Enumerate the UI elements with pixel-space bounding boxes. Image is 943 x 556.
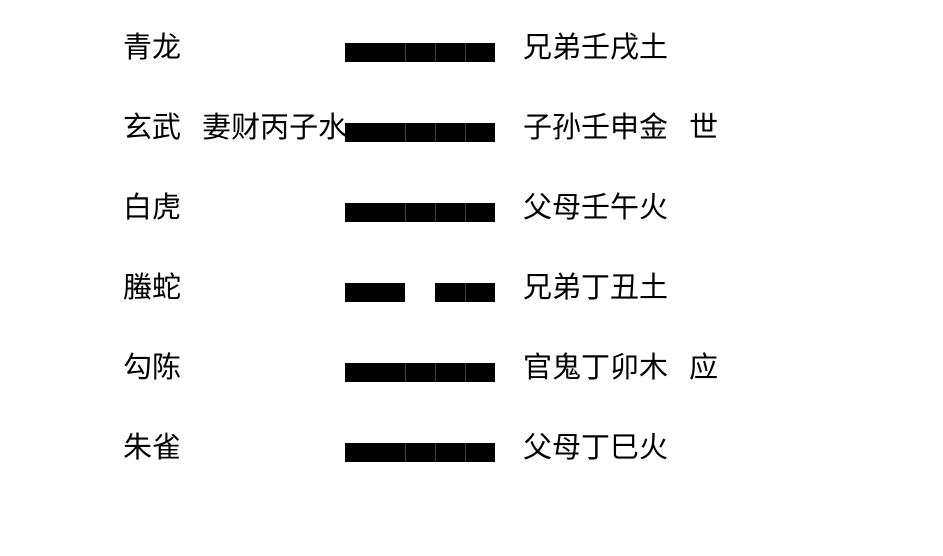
relation-label: 官鬼丁卯木 bbox=[523, 351, 669, 384]
six-god-label-group: 青龙 bbox=[123, 31, 345, 64]
six-god-label-group: 朱雀 bbox=[123, 431, 345, 464]
hexagram-row: 螣蛇 兄弟丁丑土 bbox=[0, 252, 943, 332]
relation-label: 子孙壬申金 bbox=[523, 111, 669, 144]
six-god-label-group: 白虎 bbox=[123, 191, 345, 224]
yang-line bbox=[345, 442, 495, 462]
yin-line-gap bbox=[405, 283, 435, 302]
yin-line bbox=[345, 282, 495, 302]
relation-label: 父母丁巳火 bbox=[523, 431, 669, 464]
yin-line-right-segment bbox=[435, 282, 495, 302]
yin-line-left-segment bbox=[345, 282, 405, 302]
shi-ying-marker: 应 bbox=[689, 351, 719, 384]
yang-line bbox=[345, 362, 495, 382]
six-god-label-group: 螣蛇 bbox=[123, 271, 345, 304]
relation-label: 兄弟壬戌土 bbox=[523, 31, 669, 64]
relation-label: 父母壬午火 bbox=[523, 191, 669, 224]
hexagram-row: 勾陈 官鬼丁卯木 应 bbox=[0, 332, 943, 412]
shi-ying-marker: 世 bbox=[689, 111, 719, 144]
hexagram-row: 青龙 兄弟壬戌土 bbox=[0, 12, 943, 92]
relation-label-group: 官鬼丁卯木 应 bbox=[523, 351, 719, 384]
yang-line bbox=[345, 42, 495, 62]
hexagram-rows: 青龙 兄弟壬戌土 玄武 妻财丙子水 子孙壬申金 世 白虎 bbox=[0, 12, 943, 492]
relation-label-group: 子孙壬申金 世 bbox=[523, 111, 719, 144]
six-god-label: 青龙 bbox=[123, 31, 182, 64]
six-god-label: 白虎 bbox=[123, 191, 182, 224]
yang-line bbox=[345, 122, 495, 142]
relation-label-group: 父母壬午火 bbox=[523, 191, 669, 224]
hexagram-row: 朱雀 父母丁巳火 bbox=[0, 412, 943, 492]
six-god-label: 玄武 bbox=[123, 111, 182, 144]
relation-label-group: 兄弟壬戌土 bbox=[523, 31, 669, 64]
relation-label-group: 兄弟丁丑土 bbox=[523, 271, 669, 304]
yang-line bbox=[345, 202, 495, 222]
hexagram-row: 玄武 妻财丙子水 子孙壬申金 世 bbox=[0, 92, 943, 172]
six-god-label-group: 玄武 妻财丙子水 bbox=[123, 111, 348, 144]
hidden-spirit-label: 妻财丙子水 bbox=[202, 111, 348, 144]
six-god-label: 勾陈 bbox=[123, 351, 182, 384]
six-god-label: 螣蛇 bbox=[123, 271, 182, 304]
relation-label: 兄弟丁丑土 bbox=[523, 271, 669, 304]
hexagram-row: 白虎 父母壬午火 bbox=[0, 172, 943, 252]
relation-label-group: 父母丁巳火 bbox=[523, 431, 669, 464]
six-god-label: 朱雀 bbox=[123, 431, 182, 464]
six-god-label-group: 勾陈 bbox=[123, 351, 345, 384]
